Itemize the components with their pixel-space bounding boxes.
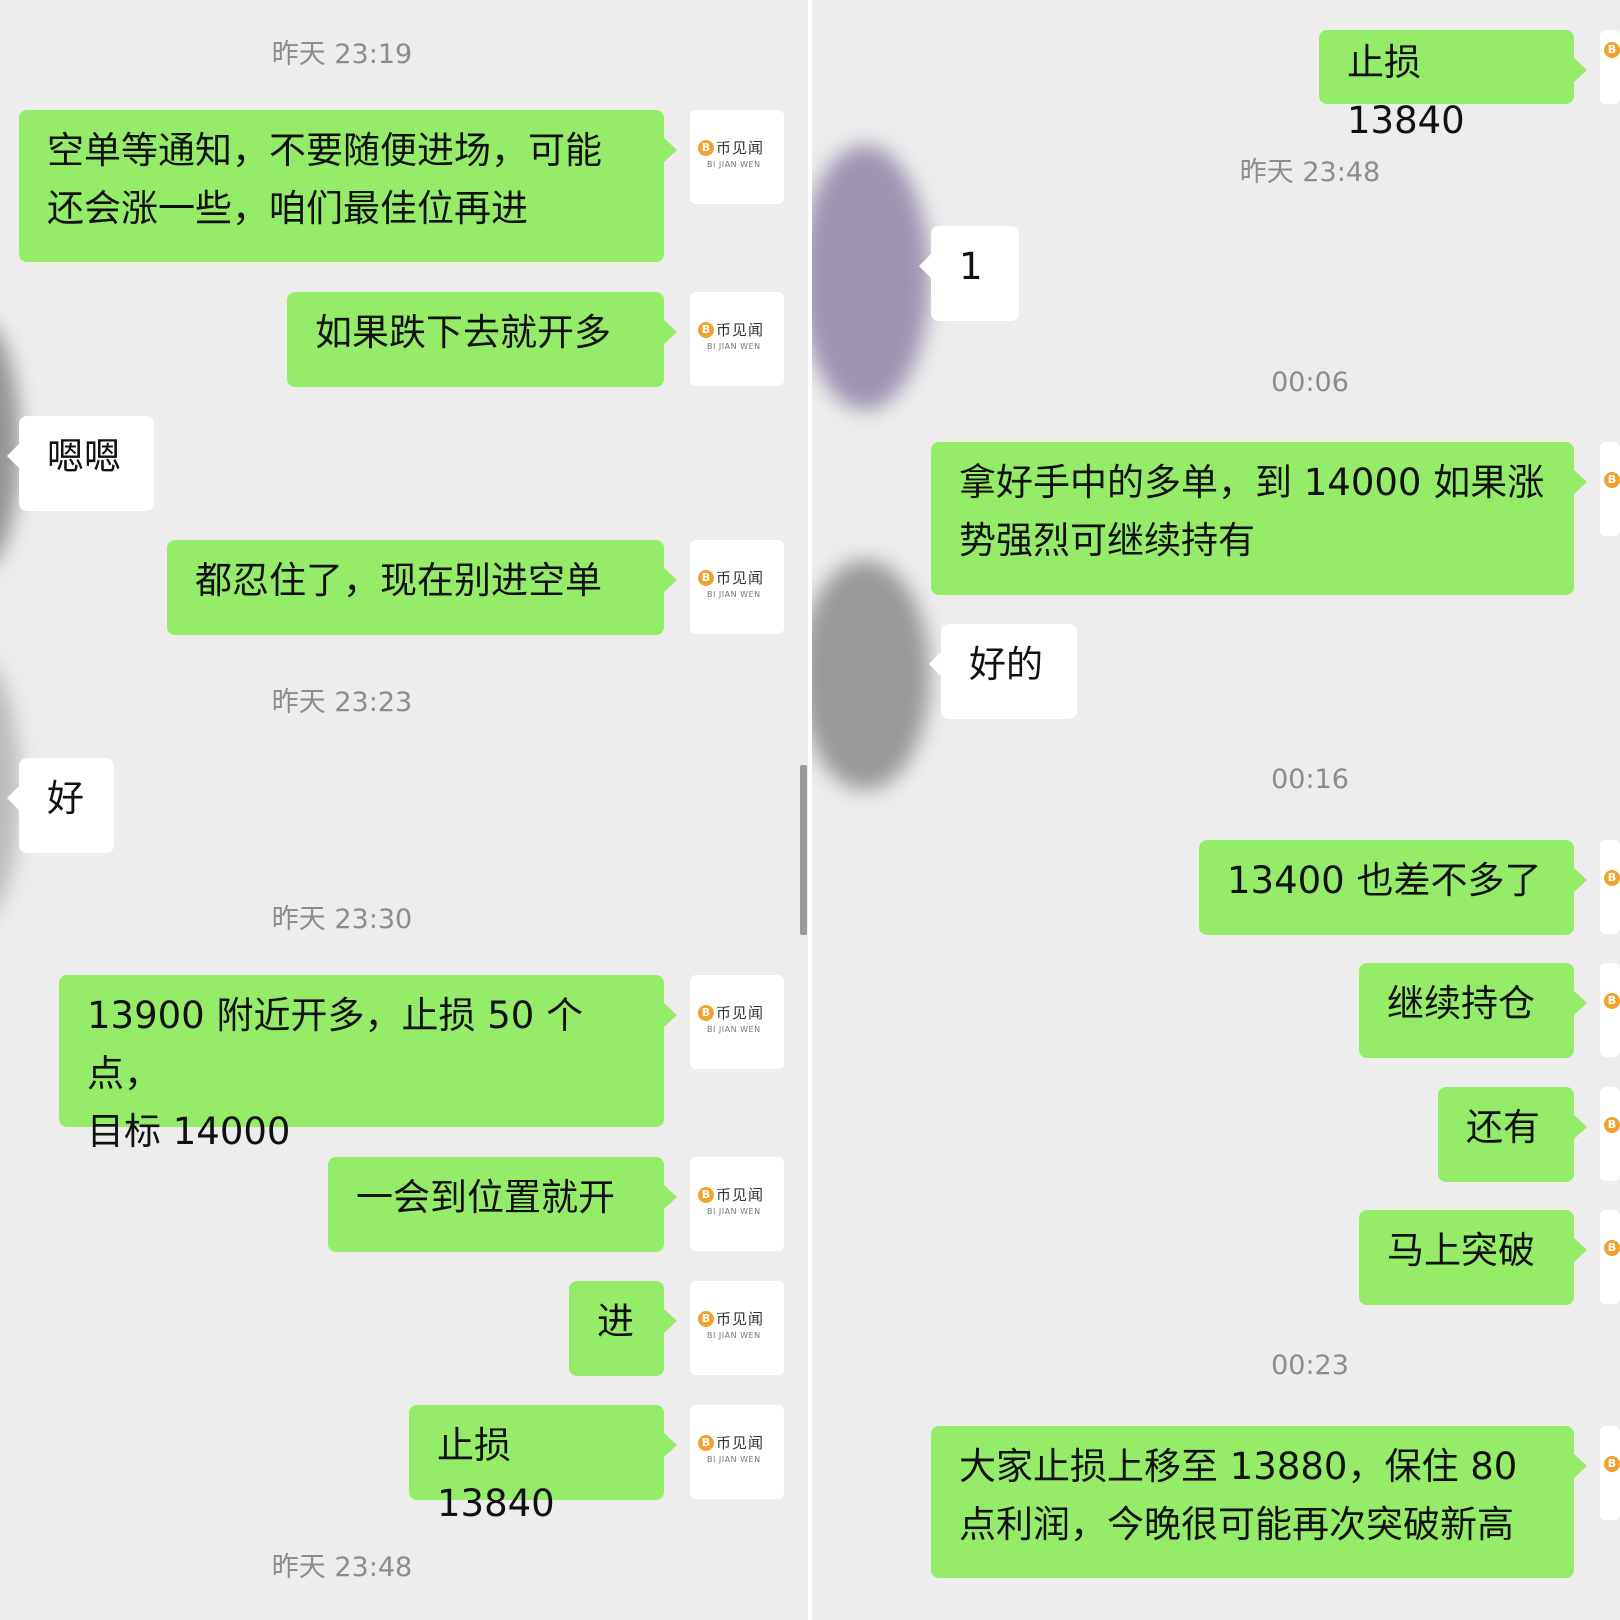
bitcoin-icon: B [698, 1435, 714, 1451]
blurred-avatar [810, 560, 930, 790]
bitcoin-icon: B [698, 1187, 714, 1203]
message-bubble-out[interactable]: 还有 [1438, 1087, 1587, 1182]
contact-avatar[interactable]: B [1600, 30, 1620, 104]
bitcoin-icon: B [1604, 472, 1620, 488]
chat-panel-left: 昨天 23:19 空单等通知，不要随便进场，可能 还会涨一些，咱们最佳位再进 B… [0, 0, 810, 1620]
contact-avatar[interactable]: B [1600, 963, 1620, 1057]
bitcoin-icon: B [698, 140, 714, 156]
message-bubble-out[interactable]: 止损 13840 [1319, 30, 1587, 142]
bitcoin-icon: B [698, 1311, 714, 1327]
scrollbar[interactable] [800, 765, 807, 935]
chat-panel-right: 止损 13840 B 昨天 23:48 1 00:06 拿好手中的多单，到 14… [810, 0, 1620, 1620]
bitcoin-icon: B [698, 1005, 714, 1021]
contact-avatar[interactable]: B 币见闻 BI JIAN WEN [690, 540, 784, 634]
message-bubble-out[interactable]: 13400 也差不多了 [1199, 840, 1587, 935]
message-bubble-out[interactable]: 13900 附近开多，止损 50 个点， 目标 14000 [59, 975, 677, 1153]
contact-avatar[interactable]: B 币见闻 BI JIAN WEN [690, 292, 784, 386]
message-bubble-out[interactable]: 马上突破 [1359, 1210, 1587, 1305]
message-bubble-out[interactable]: 空单等通知，不要随便进场，可能 还会涨一些，咱们最佳位再进 [19, 110, 677, 262]
bitcoin-icon: B [1604, 1456, 1620, 1472]
timestamp: 昨天 23:19 [271, 39, 413, 70]
timestamp: 昨天 23:48 [271, 1552, 413, 1583]
bitcoin-icon: B [1604, 1240, 1620, 1256]
contact-avatar[interactable]: B [1600, 1426, 1620, 1520]
bitcoin-icon: B [1604, 1117, 1620, 1133]
contact-avatar[interactable]: B 币见闻 BI JIAN WEN [690, 975, 784, 1069]
timestamp: 00:16 [1271, 764, 1349, 795]
message-bubble-in[interactable]: 好的 [929, 624, 1077, 719]
contact-avatar[interactable]: B 币见闻 BI JIAN WEN [690, 1405, 784, 1499]
bitcoin-icon: B [1604, 42, 1620, 58]
timestamp: 00:06 [1271, 367, 1349, 398]
message-bubble-out[interactable]: 继续持仓 [1359, 963, 1587, 1058]
message-bubble-out[interactable]: 拿好手中的多单，到 14000 如果涨 势强烈可继续持有 [931, 442, 1587, 595]
message-bubble-in[interactable]: 嗯嗯 [7, 416, 154, 511]
bitcoin-icon: B [698, 322, 714, 338]
timestamp: 昨天 23:23 [271, 687, 413, 718]
contact-avatar[interactable]: B 币见闻 BI JIAN WEN [690, 1157, 784, 1251]
timestamp: 00:23 [1271, 1350, 1349, 1381]
message-bubble-in[interactable]: 好 [7, 758, 114, 853]
timestamp: 昨天 23:30 [271, 904, 413, 935]
message-bubble-out[interactable]: 一会到位置就开 [328, 1157, 677, 1252]
message-bubble-out[interactable]: 都忍住了，现在别进空单 [167, 540, 677, 635]
contact-avatar[interactable]: B 币见闻 BI JIAN WEN [690, 110, 784, 204]
timestamp: 昨天 23:48 [1239, 157, 1381, 188]
blurred-avatar [810, 145, 930, 410]
bitcoin-icon: B [1604, 870, 1620, 886]
message-bubble-out[interactable]: 进 [569, 1281, 677, 1376]
bitcoin-icon: B [698, 570, 714, 586]
message-bubble-out[interactable]: 如果跌下去就开多 [287, 292, 677, 387]
panel-divider [808, 0, 812, 1620]
contact-avatar[interactable]: B [1600, 1210, 1620, 1304]
contact-avatar[interactable]: B [1600, 442, 1620, 536]
contact-avatar[interactable]: B [1600, 840, 1620, 934]
message-bubble-out[interactable]: 止损 13840 [409, 1405, 677, 1525]
bitcoin-icon: B [1604, 993, 1620, 1009]
contact-avatar[interactable]: B [1600, 1087, 1620, 1181]
contact-avatar[interactable]: B 币见闻 BI JIAN WEN [690, 1281, 784, 1375]
message-bubble-out[interactable]: 大家止损上移至 13880，保住 80 点利润，今晚很可能再次突破新高 [931, 1426, 1587, 1578]
message-bubble-in[interactable]: 1 [919, 226, 1019, 321]
